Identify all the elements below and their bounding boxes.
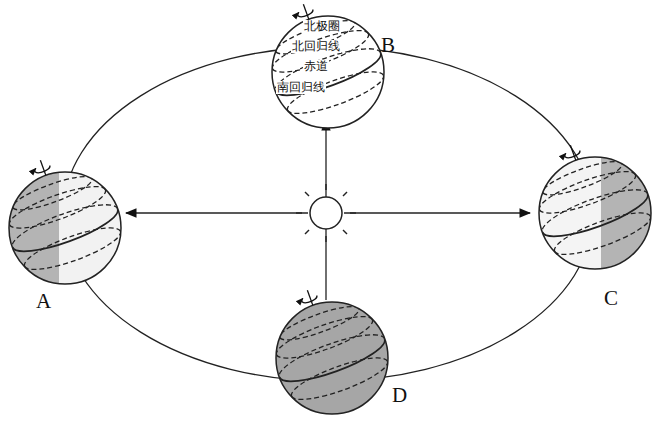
latitude-label: 北极圈 bbox=[303, 20, 341, 33]
position-letter: C bbox=[604, 287, 618, 310]
position-letter: D bbox=[392, 384, 407, 407]
latitude-label: 北回归线 bbox=[291, 40, 341, 53]
position-letter: A bbox=[36, 290, 51, 313]
latitude-label: 南回归线 bbox=[276, 81, 326, 94]
latitude-label: 赤道 bbox=[303, 60, 329, 73]
position-letter: B bbox=[381, 34, 395, 57]
